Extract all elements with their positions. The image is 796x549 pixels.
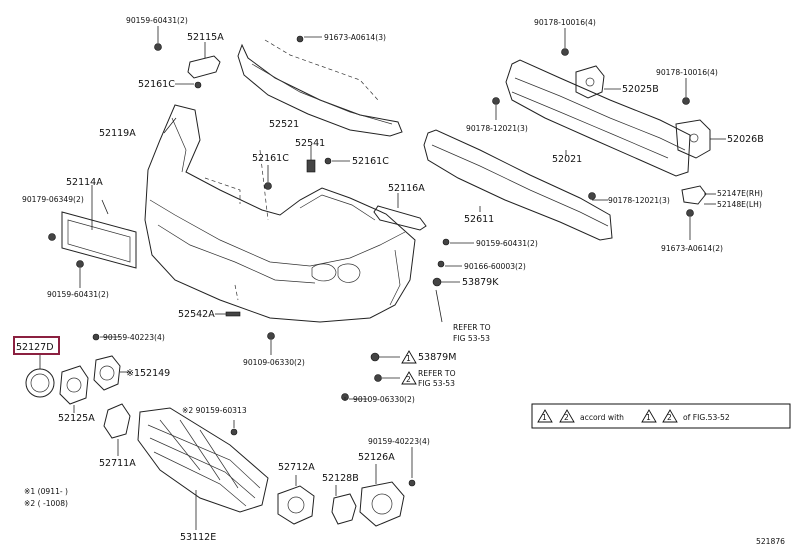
- label-90179-06349: 90179-06349(2): [22, 195, 84, 204]
- refer-b-line2: FIG 53-53: [418, 379, 455, 388]
- label-52611: 52611: [464, 214, 494, 225]
- label-52147E: 52147E(RH): [717, 189, 763, 198]
- bracket-52147E: [681, 185, 707, 205]
- bumper-cover: [144, 104, 416, 323]
- cover-52126A: [359, 481, 405, 527]
- highlight-52127D: [13, 336, 60, 355]
- cover-52712A: [277, 485, 315, 525]
- refer-a-line2: FIG 53-53: [453, 334, 490, 343]
- label-52542A: 52542A: [178, 309, 215, 320]
- lamp-cover-152149: [93, 355, 121, 391]
- label-52021: 52021: [552, 154, 582, 165]
- retainer-52115A: [187, 55, 221, 79]
- label-152149: ※152149: [126, 368, 170, 379]
- label-52161C-b: 52161C: [252, 153, 289, 164]
- lamp-bracket-52125A: [59, 365, 89, 405]
- label-52119A: 52119A: [99, 128, 136, 139]
- legend-box: [531, 403, 791, 429]
- label-52148E: 52148E(LH): [717, 200, 762, 209]
- label-53112E: 53112E: [180, 532, 216, 543]
- label-90166-60003: 90166-60003(2): [464, 262, 526, 271]
- label-90159-60431-a: 90159-60431(2): [126, 16, 188, 25]
- note-2: ※2 ( -1008): [24, 499, 68, 508]
- label-90109-06330-b: 90109-06330(2): [353, 395, 415, 404]
- label-90159-40223-b: 90159-40223(4): [368, 437, 430, 446]
- legend-sym-1-b: 1: [646, 413, 651, 422]
- retainer-52116A: [373, 205, 427, 231]
- label-90178-10016-b: 90178-10016(4): [656, 68, 718, 77]
- refer-b-line1: REFER TO: [418, 369, 456, 378]
- label-90178-10016-a: 90178-10016(4): [534, 18, 596, 27]
- label-52521: 52521: [269, 119, 299, 130]
- label-52026B: 52026B: [727, 134, 764, 145]
- warning-triangle-2: [401, 371, 417, 385]
- refer-a-line1: REFER TO: [453, 323, 491, 332]
- energy-absorber-52611: [423, 129, 613, 241]
- note-1: ※1 (0911- ): [24, 487, 68, 496]
- label-53879K: 53879K: [462, 277, 499, 288]
- figure-id: 521876: [756, 537, 785, 546]
- grille-53112E: [137, 407, 269, 513]
- label-90178-12021-a: 90178-12021(3): [466, 124, 528, 133]
- legend-text-a: accord with: [580, 413, 624, 422]
- label-52711A: 52711A: [99, 458, 136, 469]
- legend-sym-2-a: 2: [564, 413, 569, 422]
- cover-52711A: [103, 403, 131, 439]
- bumper-reinforcement-52021: [505, 59, 691, 177]
- label-90109-06330-a: 90109-06330(2): [243, 358, 305, 367]
- license-bracket-52114A: [61, 211, 137, 269]
- label-52128B: 52128B: [322, 473, 359, 484]
- label-90178-12021-b: 90178-12021(3): [608, 196, 670, 205]
- label-52127D: 52127D: [16, 342, 54, 353]
- label-91673-A0614-a: 91673-A0614(3): [324, 33, 386, 42]
- bracket-52025B: [575, 65, 605, 99]
- label-52125A: 52125A: [58, 413, 95, 424]
- bracket-52026B: [675, 119, 711, 159]
- label-52025B: 52025B: [622, 84, 659, 95]
- warning-triangle-1: [401, 350, 417, 364]
- label-90159-60313: ※2 90159-60313: [182, 406, 247, 415]
- bumper-bracket-52521: [237, 39, 403, 137]
- label-90159-60431-b: 90159-60431(2): [476, 239, 538, 248]
- label-52161C-a: 52161C: [138, 79, 175, 90]
- lamp-ring-52127D: [25, 368, 55, 398]
- label-52114A: 52114A: [66, 177, 103, 188]
- cover-52128B: [331, 493, 357, 525]
- label-53879M: 53879M: [418, 352, 456, 363]
- warning-triangle-2-num: 2: [406, 375, 411, 384]
- label-90159-60431-c: 90159-60431(2): [47, 290, 109, 299]
- legend-sym-2-b: 2: [667, 413, 672, 422]
- label-91673-A0614-b: 91673-A0614(2): [661, 244, 723, 253]
- fasteners: [48, 35, 694, 487]
- label-52116A: 52116A: [388, 183, 425, 194]
- warning-triangle-1-num: 1: [406, 354, 411, 363]
- label-52541: 52541: [295, 138, 325, 149]
- label-52712A: 52712A: [278, 462, 315, 473]
- leader-lines: [39, 26, 726, 530]
- legend-text-b: of FIG.53-52: [683, 413, 730, 422]
- legend-sym-1-a: 1: [542, 413, 547, 422]
- label-52126A: 52126A: [358, 452, 395, 463]
- label-52115A: 52115A: [187, 32, 224, 43]
- label-52161C-c: 52161C: [352, 156, 389, 167]
- label-90159-40223-a: 90159-40223(4): [103, 333, 165, 342]
